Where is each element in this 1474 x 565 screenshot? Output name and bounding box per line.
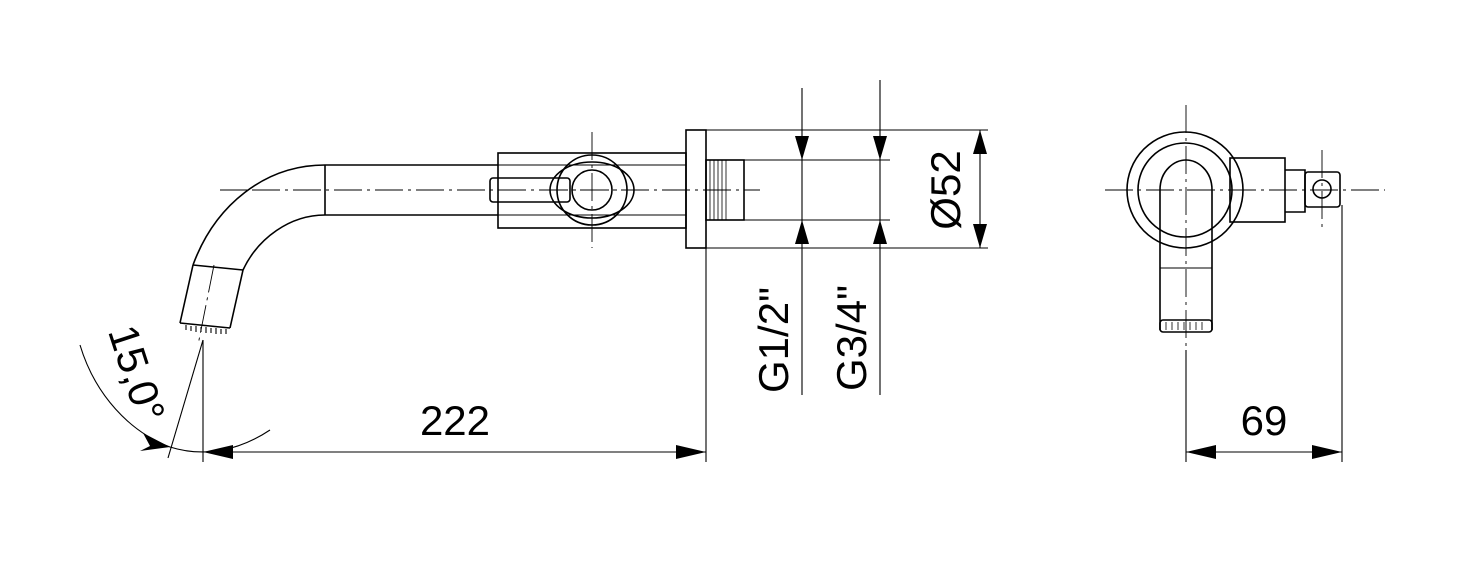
extension-lines	[202, 129, 988, 462]
dim-g34	[873, 80, 887, 395]
aerator	[179, 264, 244, 334]
front-view	[1105, 105, 1385, 462]
dim-g12	[795, 88, 809, 395]
dim-angle-label: 15,0°	[99, 319, 174, 427]
front-handle	[1304, 171, 1341, 208]
spout-bend-inner	[242, 214, 326, 271]
wall-flange	[685, 129, 707, 249]
dim-diameter-label: Ø52	[922, 150, 969, 229]
dim-length	[203, 445, 706, 459]
handle-lever	[489, 132, 645, 248]
side-view	[79, 80, 988, 462]
dim-depth-label: 69	[1241, 397, 1288, 444]
nozzle-centerline	[197, 264, 215, 346]
dim-angle	[79, 339, 271, 459]
dim-g12-label: G1/2"	[750, 287, 797, 393]
dim-diameter	[973, 130, 987, 248]
dim-g34-label: G3/4"	[828, 285, 875, 391]
thread-extension	[800, 159, 890, 221]
front-flange-outer	[1126, 131, 1244, 249]
dim-depth	[1186, 445, 1342, 459]
dim-length-label: 222	[420, 397, 490, 444]
spout-bend-seam	[192, 264, 244, 271]
spout-bend-outer	[192, 164, 326, 266]
